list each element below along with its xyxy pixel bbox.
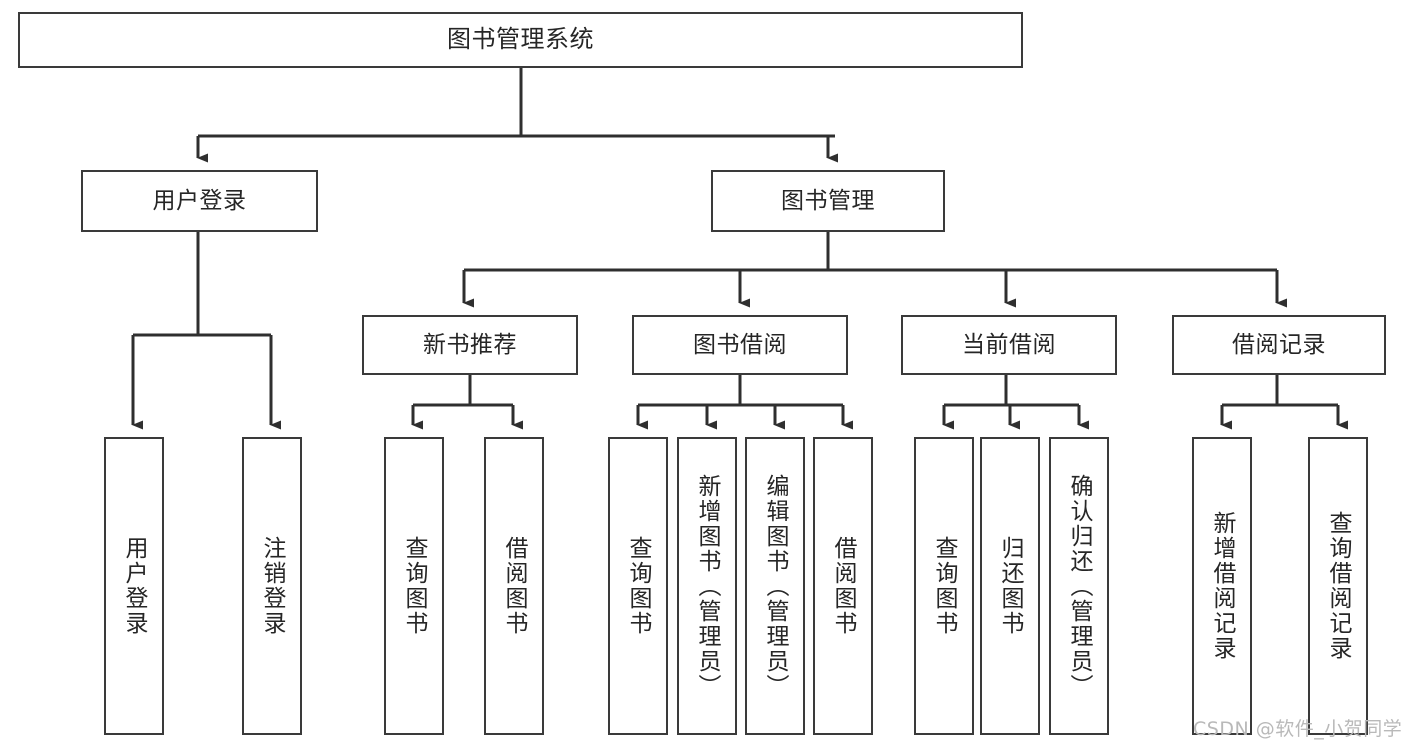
node-leaf-add-book[interactable]: 新增图书（管理员） — [677, 437, 737, 735]
node-label: 归还图书 — [997, 536, 1024, 636]
node-label: 借阅记录 — [1232, 331, 1326, 358]
csdn-watermark: CSDN @软件_小贺同学 — [1193, 718, 1403, 740]
node-label: 用户登录 — [121, 536, 148, 636]
node-label: 查询图书 — [931, 536, 958, 636]
node-label: 当前借阅 — [962, 331, 1056, 358]
node-book-borrow[interactable]: 图书借阅 — [632, 315, 848, 375]
node-leaf-query-record[interactable]: 查询借阅记录 — [1308, 437, 1368, 735]
node-label: 编辑图书（管理员） — [762, 473, 789, 699]
node-label: 新增借阅记录 — [1209, 511, 1236, 661]
node-label: 确认归还（管理员） — [1066, 473, 1093, 699]
node-new-book-recommend[interactable]: 新书推荐 — [362, 315, 578, 375]
node-current-borrow[interactable]: 当前借阅 — [901, 315, 1117, 375]
node-leaf-borrow-book-2[interactable]: 借阅图书 — [813, 437, 873, 735]
node-leaf-query-book-3[interactable]: 查询图书 — [914, 437, 974, 735]
node-label: 图书借阅 — [693, 331, 787, 358]
node-leaf-user-login[interactable]: 用户登录 — [104, 437, 164, 735]
node-leaf-query-book-1[interactable]: 查询图书 — [384, 437, 444, 735]
node-label: 新书推荐 — [423, 331, 517, 358]
node-label: 查询图书 — [625, 536, 652, 636]
node-label: 查询图书 — [401, 536, 428, 636]
node-label: 新增图书（管理员） — [694, 473, 721, 699]
node-leaf-borrow-book-1[interactable]: 借阅图书 — [484, 437, 544, 735]
node-borrow-record[interactable]: 借阅记录 — [1172, 315, 1386, 375]
node-leaf-edit-book[interactable]: 编辑图书（管理员） — [745, 437, 805, 735]
node-user-login[interactable]: 用户登录 — [81, 170, 318, 232]
node-label: 查询借阅记录 — [1325, 511, 1352, 661]
node-label: 注销登录 — [259, 536, 286, 636]
node-label: 借阅图书 — [501, 536, 528, 636]
node-label: 用户登录 — [152, 187, 247, 214]
node-label: 图书管理 — [781, 187, 875, 214]
node-leaf-logout[interactable]: 注销登录 — [242, 437, 302, 735]
node-leaf-confirm-return[interactable]: 确认归还（管理员） — [1049, 437, 1109, 735]
node-label: 图书管理系统 — [447, 25, 594, 54]
node-leaf-query-book-2[interactable]: 查询图书 — [608, 437, 668, 735]
node-leaf-return-book[interactable]: 归还图书 — [980, 437, 1040, 735]
node-label: 借阅图书 — [830, 536, 857, 636]
node-book-manage[interactable]: 图书管理 — [711, 170, 945, 232]
node-leaf-add-record[interactable]: 新增借阅记录 — [1192, 437, 1252, 735]
node-root[interactable]: 图书管理系统 — [18, 12, 1023, 68]
